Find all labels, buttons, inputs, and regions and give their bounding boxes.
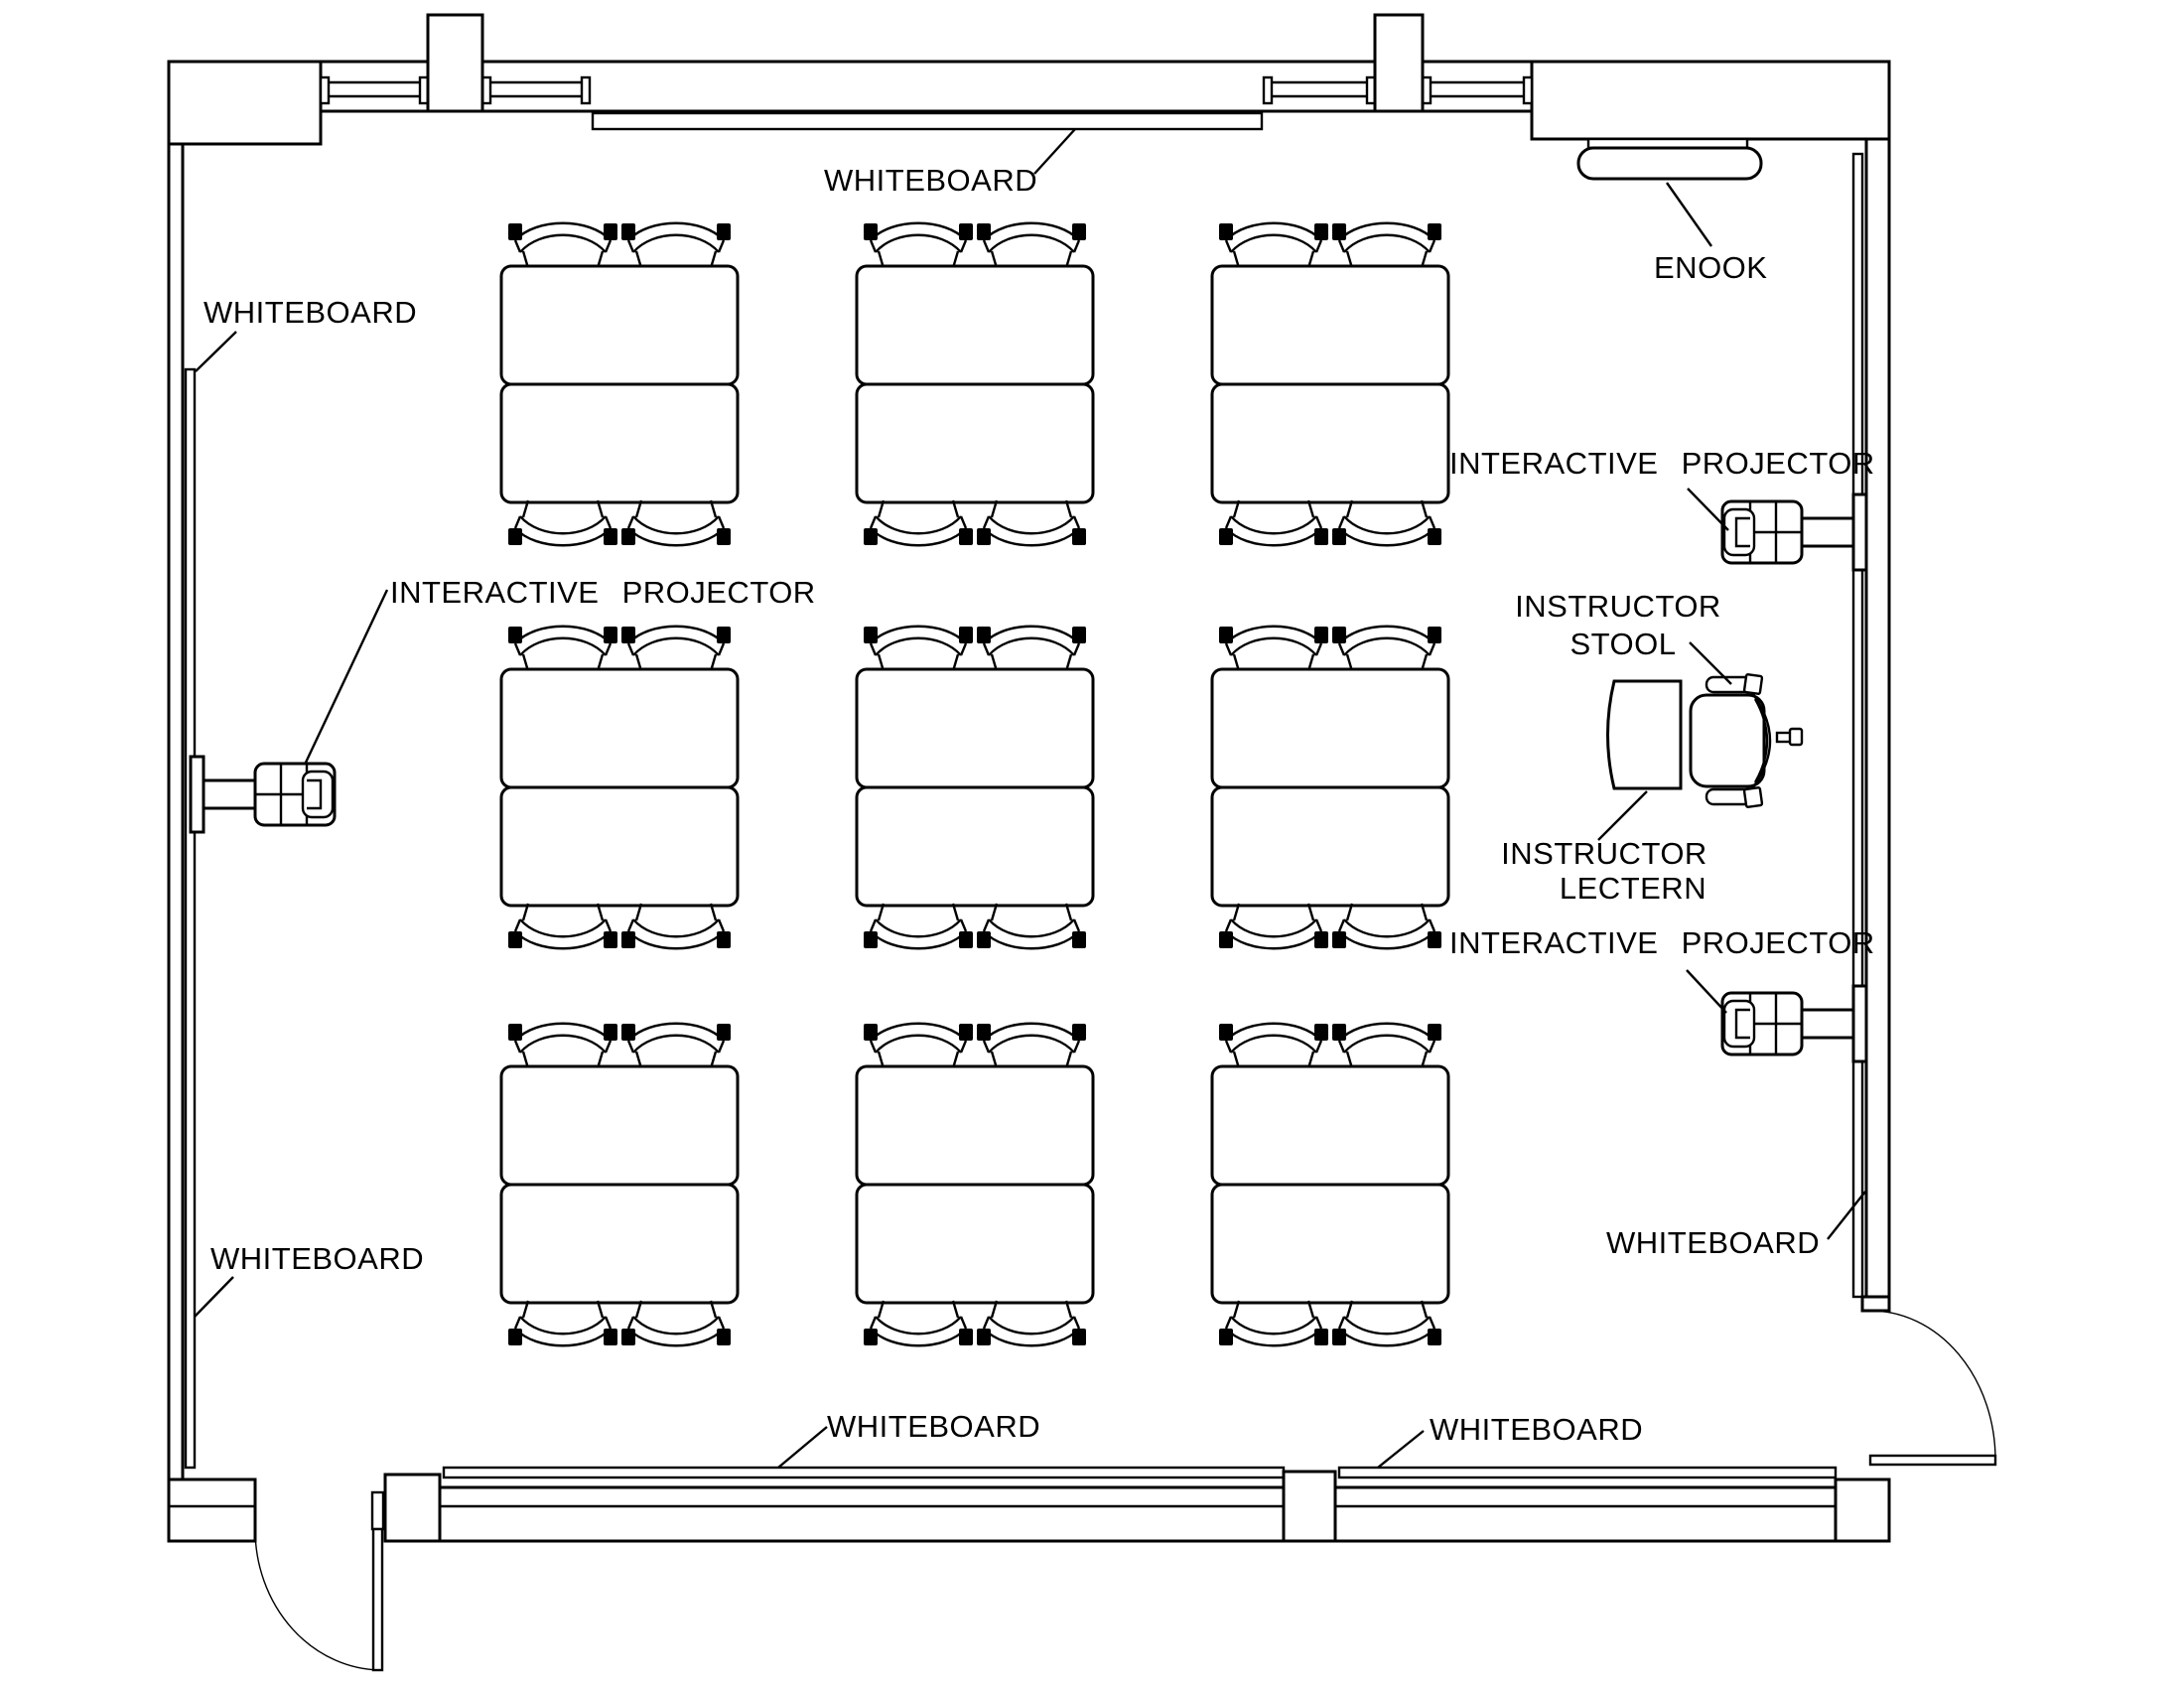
table-group xyxy=(501,223,738,546)
leader-right-whiteboard xyxy=(1827,1191,1866,1240)
top-wall-pillar-left xyxy=(426,13,484,113)
leader-right-lower-projector xyxy=(1686,969,1727,1014)
label-left-lower-whiteboard: WHITEBOARD xyxy=(210,1241,424,1276)
leader-top-whiteboard xyxy=(1033,128,1076,175)
table-group xyxy=(501,1024,738,1346)
label-bottom-left-whiteboard: WHITEBOARD xyxy=(827,1409,1040,1444)
label-right-upper-projector: INTERACTIVE PROJECTOR xyxy=(1449,446,1875,481)
right-wall-end-cap xyxy=(1860,1295,1891,1313)
door-bottom-right xyxy=(1868,1310,1997,1467)
leader-left-lower-whiteboard xyxy=(194,1276,234,1318)
bottom-wall-pillar-left xyxy=(383,1473,442,1543)
table-group xyxy=(1212,223,1448,546)
table-groups xyxy=(501,223,1448,1346)
right-whiteboard xyxy=(1851,152,1864,1299)
top-wall-left-block xyxy=(167,60,323,146)
walls xyxy=(167,60,1891,1543)
left-whiteboard xyxy=(184,367,197,1470)
leader-left-upper-whiteboard xyxy=(195,331,237,372)
instructor-stool xyxy=(1689,673,1804,808)
table-group xyxy=(857,627,1093,949)
label-right-lower-projector: INTERACTIVE PROJECTOR xyxy=(1449,925,1875,960)
label-bottom-right-whiteboard: WHITEBOARD xyxy=(1430,1412,1643,1447)
label-top-whiteboard: WHITEBOARD xyxy=(824,163,1037,198)
leader-left-projector xyxy=(303,589,389,766)
leader-enook xyxy=(1666,182,1712,247)
bottom-wall-pillar-right xyxy=(1282,1470,1337,1543)
bottom-wall-left-stub xyxy=(167,1477,257,1543)
label-instructor-stool-line1: INSTRUCTOR xyxy=(1515,589,1721,624)
leader-bottom-right-whiteboard xyxy=(1377,1430,1425,1469)
table-group xyxy=(857,1024,1093,1346)
top-wall-right-block xyxy=(1530,60,1891,141)
bottom-whiteboard-left xyxy=(442,1466,1286,1479)
interactive-projector-right-upper xyxy=(1720,492,1868,572)
bottom-wall-right-block xyxy=(1834,1477,1891,1543)
leader-instructor-stool xyxy=(1689,641,1732,685)
bottom-whiteboard-right xyxy=(1337,1466,1838,1479)
top-wall-window-band xyxy=(319,60,1534,113)
label-right-whiteboard: WHITEBOARD xyxy=(1606,1225,1820,1260)
leader-right-upper-projector xyxy=(1687,488,1729,531)
top-wall-windows xyxy=(319,75,1534,105)
leader-bottom-left-whiteboard xyxy=(777,1426,828,1469)
door-swing-arc xyxy=(1869,1310,1996,1461)
interactive-projector-right-lower xyxy=(1720,984,1868,1063)
label-instructor-stool-line2: STOOL xyxy=(1570,627,1676,661)
label-left-projector: INTERACTIVE PROJECTOR xyxy=(390,575,816,610)
enook-unit xyxy=(1576,137,1763,181)
door-frame xyxy=(370,1490,385,1531)
top-wall-pillar-right xyxy=(1373,13,1425,113)
instructor-lectern xyxy=(1606,679,1683,790)
whiteboards xyxy=(184,111,1864,1479)
interactive-projector-left xyxy=(189,755,337,834)
door-leaf xyxy=(1868,1454,1997,1467)
bottom-wall-band xyxy=(438,1485,1838,1543)
text-labels: WHITEBOARD WHITEBOARD ENOOK INTERACTIVE … xyxy=(204,163,1875,1447)
door-bottom-left xyxy=(254,1490,385,1672)
door-swing-arc xyxy=(254,1528,383,1671)
label-instructor-lectern-line2: LECTERN xyxy=(1560,871,1706,906)
label-instructor-lectern-line1: INSTRUCTOR xyxy=(1501,836,1707,871)
top-whiteboard xyxy=(591,111,1264,131)
table-group xyxy=(1212,627,1448,949)
table-group xyxy=(1212,1024,1448,1346)
label-left-upper-whiteboard: WHITEBOARD xyxy=(204,295,417,330)
table-group xyxy=(501,627,738,949)
leader-lines xyxy=(194,128,1866,1469)
table-group xyxy=(857,223,1093,546)
leader-instructor-lectern xyxy=(1597,790,1648,841)
door-leaf xyxy=(371,1527,384,1672)
label-enook: ENOOK xyxy=(1654,250,1767,285)
